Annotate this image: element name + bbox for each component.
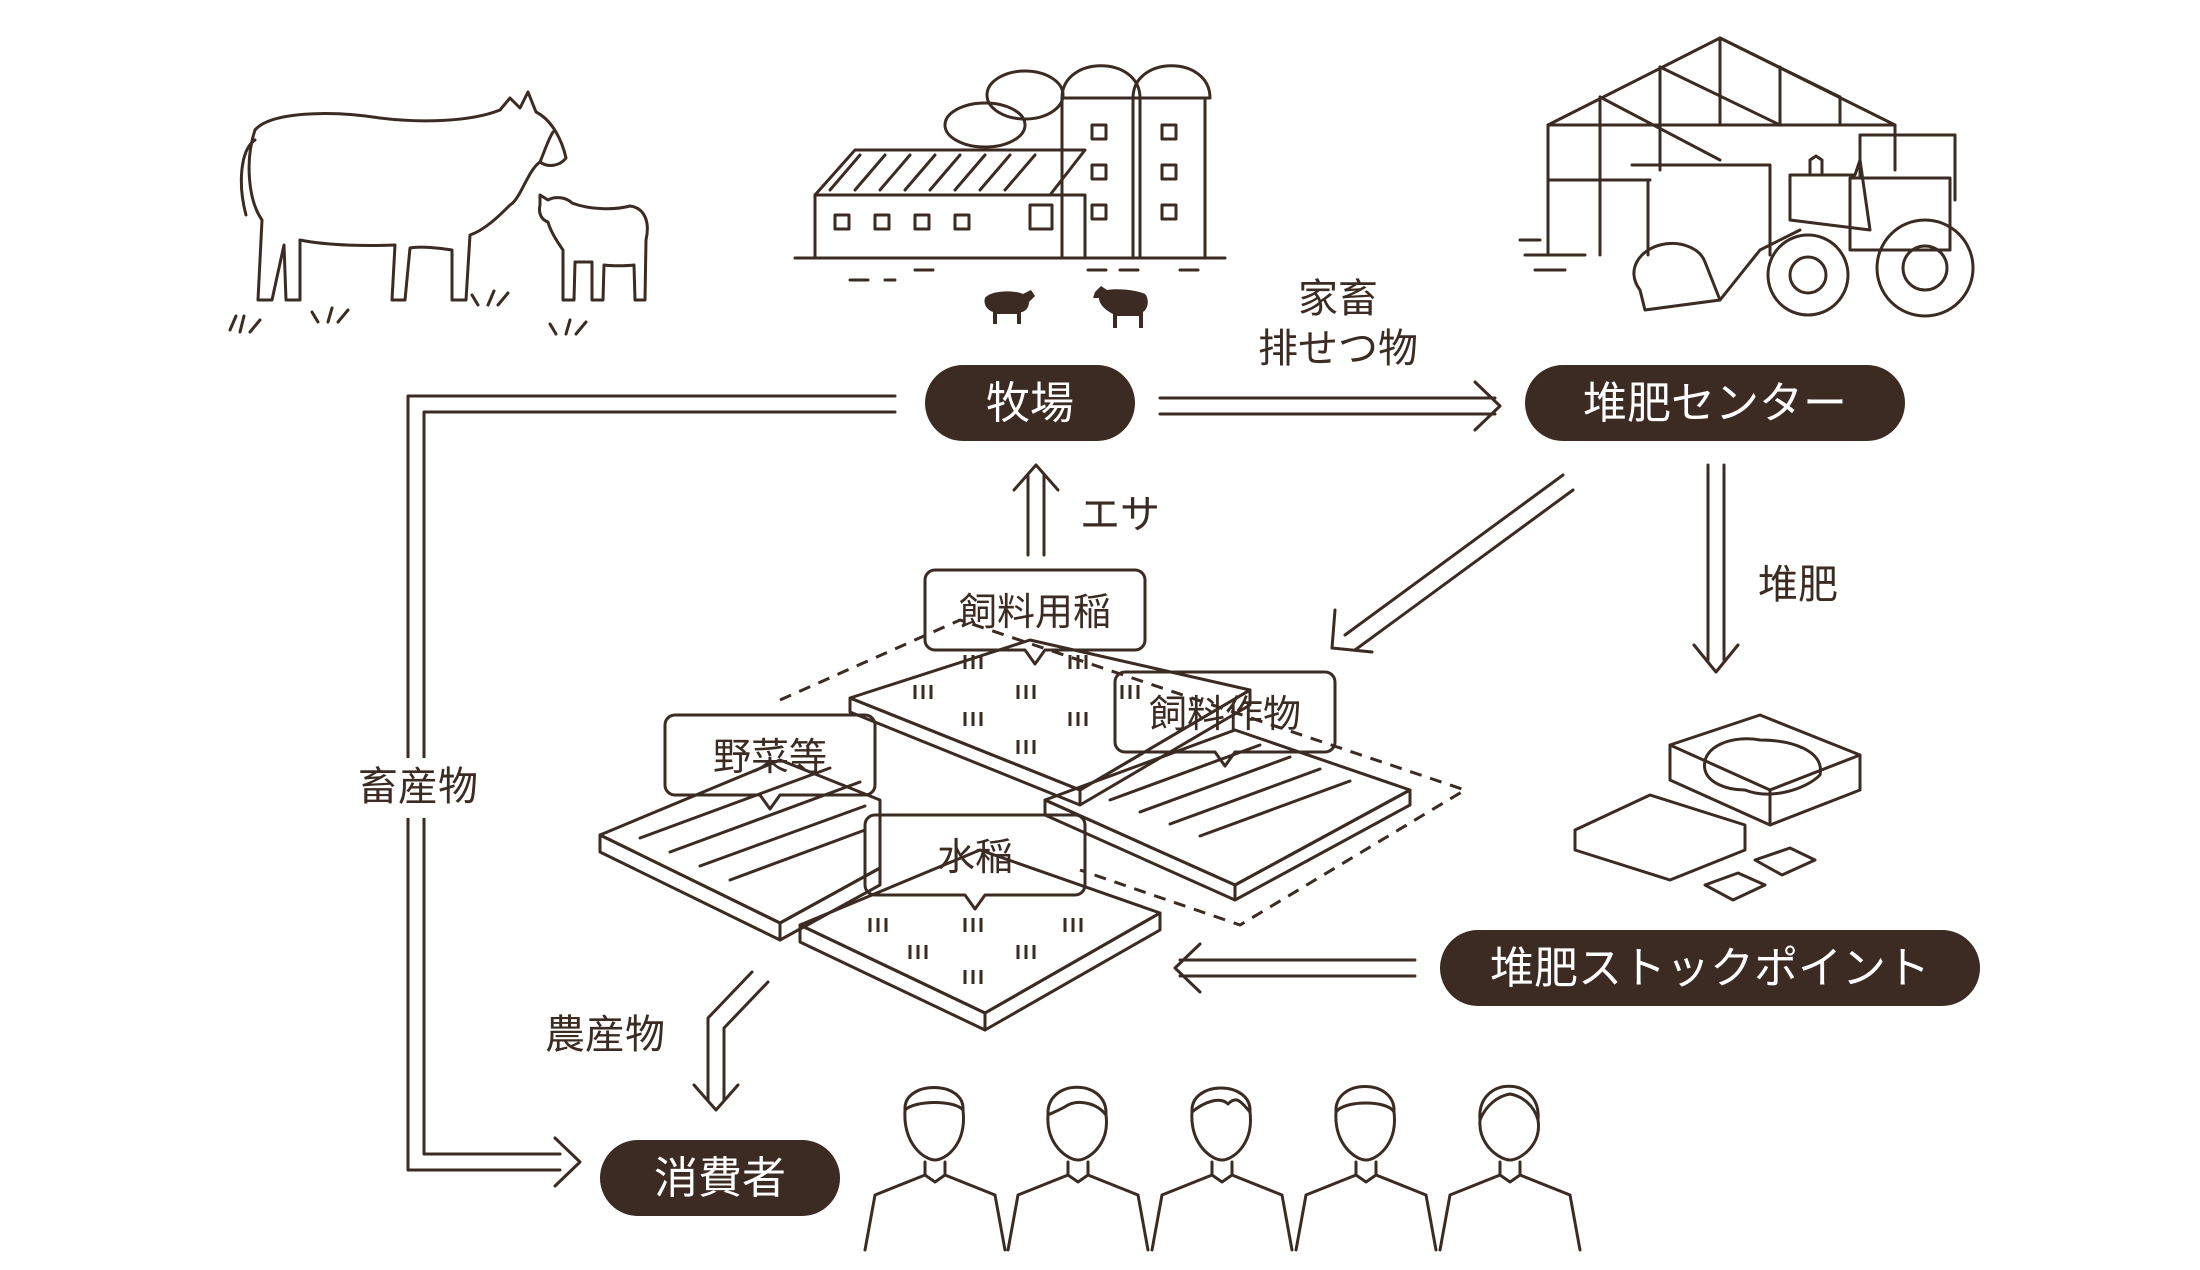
tag-feed-rice-label: 飼料用稲 [959, 590, 1111, 634]
field-feed-rice [848, 638, 1252, 807]
tag-feed-crops: 飼料作物 [1113, 670, 1337, 768]
node-farm: 牧場 [925, 365, 1135, 441]
node-compost-center-label: 堆肥センター [1583, 378, 1847, 429]
tag-feed-rice: 飼料用稲 [923, 568, 1147, 666]
tractor-icon [1632, 133, 1975, 318]
arrow-stock-to-fields [1173, 942, 1417, 994]
consumers [863, 1084, 1582, 1252]
arrow-livestock-products-label: 畜産物 [358, 764, 478, 810]
node-consumer: 消費者 [600, 1140, 840, 1216]
arrow-compost-label: 堆肥 [1758, 562, 1838, 608]
arrow-manure-label-2: 排せつ物 [1258, 326, 1418, 372]
fields-illustration: 飼料用稲 飼料作物 野菜等 水稲 [598, 568, 1469, 1032]
tag-paddy-rice-label: 水稲 [937, 835, 1013, 879]
person-icon [1006, 1085, 1150, 1252]
arrow-farm-products: 農産物 [545, 970, 770, 1112]
greenhouse-icon [1518, 36, 1897, 272]
silo-icon [1060, 64, 1212, 260]
person-icon [863, 1086, 1007, 1252]
barn-icon [793, 69, 1227, 282]
person-icon [1438, 1084, 1582, 1252]
node-stock-point-label: 堆肥ストックポイント [1490, 943, 1930, 994]
calf-icon [538, 193, 649, 302]
arrow-compost: 堆肥 [1692, 463, 1838, 674]
field-feed-crops [1043, 728, 1412, 902]
tag-paddy-rice: 水稲 [863, 813, 1087, 911]
arrow-manure-label-1: 家畜 [1298, 276, 1378, 322]
node-consumer-label: 消費者 [654, 1153, 786, 1204]
grass-icon [228, 289, 588, 336]
arrow-livestock-products: 畜産物 [358, 394, 897, 1188]
arrow-feed-label: エサ [1080, 492, 1160, 538]
tag-vegetables: 野菜等 [663, 713, 877, 811]
arrow-farm-products-label: 農産物 [545, 1012, 665, 1058]
field-vegetables [598, 758, 882, 942]
arrow-compost-to-fields [1330, 473, 1575, 654]
cow-icon [239, 90, 568, 302]
node-compost-center: 堆肥センター [1525, 365, 1905, 441]
arrow-feed: エサ [1012, 463, 1160, 557]
small-cows-icon [984, 286, 1148, 328]
person-icon [1150, 1086, 1294, 1252]
tag-vegetables-label: 野菜等 [713, 735, 827, 779]
compost-pile-icon [1573, 713, 1862, 902]
tag-feed-crops-label: 飼料作物 [1149, 692, 1301, 736]
arrow-manure: 家畜 排せつ物 [1158, 276, 1502, 432]
node-farm-label: 牧場 [986, 378, 1074, 429]
field-paddy-rice [798, 848, 1162, 1032]
person-icon [1294, 1085, 1438, 1252]
node-stock-point: 堆肥ストックポイント [1440, 930, 1980, 1006]
